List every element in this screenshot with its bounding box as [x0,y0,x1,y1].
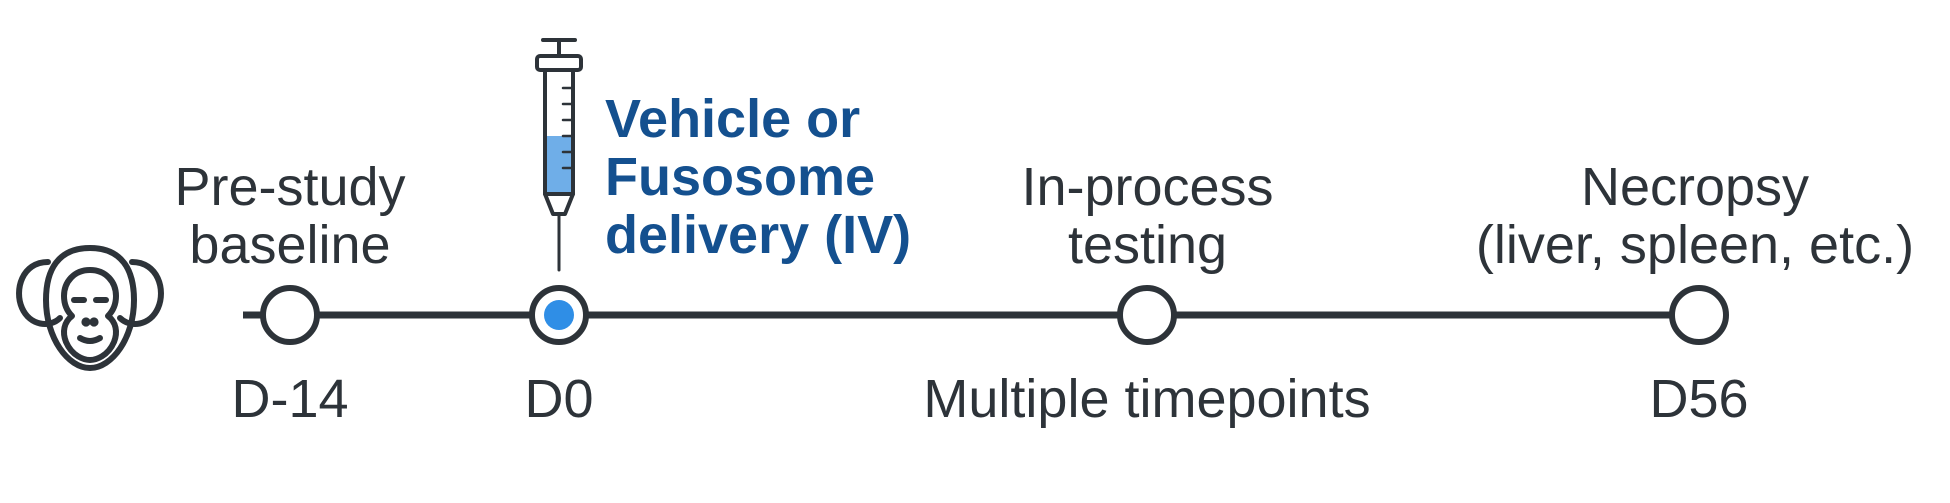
event-label-line: In-process [1021,157,1274,217]
event-label-line: testing [1067,215,1228,275]
monkey-face-icon [16,245,164,371]
event-label-line: delivery (IV) [605,205,912,265]
day-label-multiple-timepoints: Multiple timepoints [923,369,1371,429]
event-label-line: (liver, spleen, etc.) [1475,215,1915,275]
syringe-icon [535,38,583,272]
event-label-line: Fusosome [605,147,876,207]
timeline-node-d0-fill [544,300,574,330]
timeline-node-d56 [1669,285,1729,345]
day-label-d56: D56 [1649,369,1749,429]
timeline-node-d-14 [260,285,320,345]
day-label-d0: D0 [524,369,594,429]
event-label-necropsy: Necropsy (liver, spleen, etc.) [1450,158,1940,274]
event-label-line: Necropsy [1580,157,1810,217]
event-label-line: Vehicle or [605,89,861,149]
day-label-d-14: D-14 [231,369,349,429]
event-label-line: baseline [189,215,391,275]
event-label-in-process: In-process testing [990,158,1305,274]
event-label-delivery: Vehicle or Fusosome delivery (IV) [605,90,965,264]
event-label-pre-study: Pre-study baseline [140,158,440,274]
timeline-node-testing [1117,285,1177,345]
event-label-line: Pre-study [174,157,406,217]
